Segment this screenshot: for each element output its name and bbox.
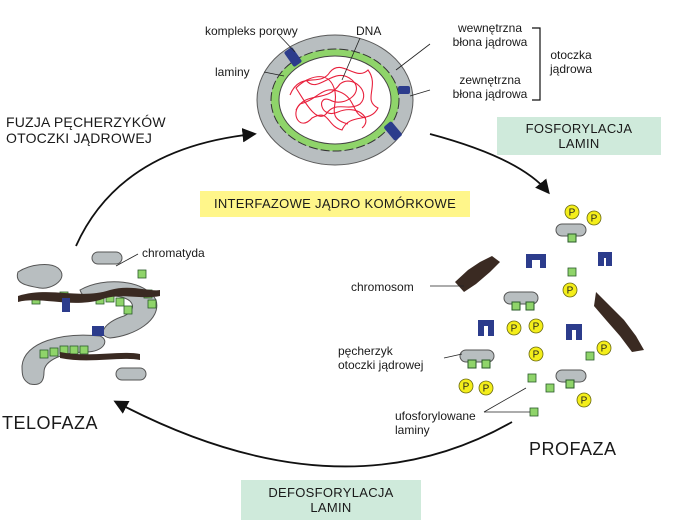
chromosome-label: chromosom	[351, 280, 414, 294]
dna-tangle	[289, 66, 379, 131]
pore-fragment-3	[478, 320, 494, 336]
arrow-interphase-to-prophase	[429, 133, 550, 195]
lamins-label: laminy	[215, 65, 250, 79]
envelope-bracket	[532, 27, 541, 101]
telophase-elements	[16, 251, 160, 385]
phospho-lamin-stalks	[527, 267, 595, 417]
phosphate-p-label: P	[483, 384, 490, 395]
arrow-prophase-to-telophase	[113, 400, 513, 468]
interphase-box: INTERFAZOWE JĄDRO KOMÓRKOWE	[200, 191, 470, 217]
telophase-chromatid-2	[60, 352, 140, 361]
arrow-telophase-to-interphase	[75, 128, 257, 247]
pore-fragment-4	[566, 324, 582, 340]
interphase-nucleus	[256, 34, 414, 166]
phosphate-p-label: P	[601, 344, 608, 355]
phosphate-p-label: P	[533, 350, 540, 361]
cycle-arrows	[75, 128, 550, 468]
vesicle-4	[555, 369, 587, 389]
phosphate-p-label: P	[581, 396, 588, 407]
telophase-pores	[62, 298, 104, 336]
phosphate-p-label: P	[567, 286, 574, 297]
nuclear-pore-complexes	[284, 47, 410, 141]
phosphate-p-label: P	[569, 208, 576, 219]
prophase-title: PROFAZA	[529, 439, 617, 459]
phosphate-p-label: P	[463, 382, 470, 393]
telophase-vesicle-2	[115, 367, 147, 381]
prophase-leader-lines	[430, 285, 530, 413]
prophase-elements	[455, 204, 644, 417]
phosphate-p-label: P	[511, 324, 518, 335]
vesicle-2	[503, 291, 539, 311]
interphase-leader-lines	[263, 33, 431, 97]
chromosome-1	[455, 256, 500, 292]
pore-fragment-2	[598, 252, 612, 266]
telophase-title: TELOFAZA	[2, 413, 99, 433]
telophase-envelope-arc-1	[16, 264, 63, 289]
telophase-vesicle-1	[91, 251, 123, 265]
telophase-chromatid	[18, 287, 160, 303]
chromosome-2	[594, 292, 644, 352]
phosphate-groups	[458, 204, 612, 408]
chromatid-label: chromatyda	[142, 246, 205, 260]
vesicle-1	[555, 223, 587, 243]
pore-complex-label: kompleks porowy	[205, 24, 298, 38]
pore-fragment-1	[526, 254, 546, 268]
phosphate-p-label: P	[533, 322, 540, 333]
vesicle-3	[459, 349, 495, 369]
phosphate-p-label: P	[591, 214, 598, 225]
dna-label: DNA	[356, 24, 382, 38]
